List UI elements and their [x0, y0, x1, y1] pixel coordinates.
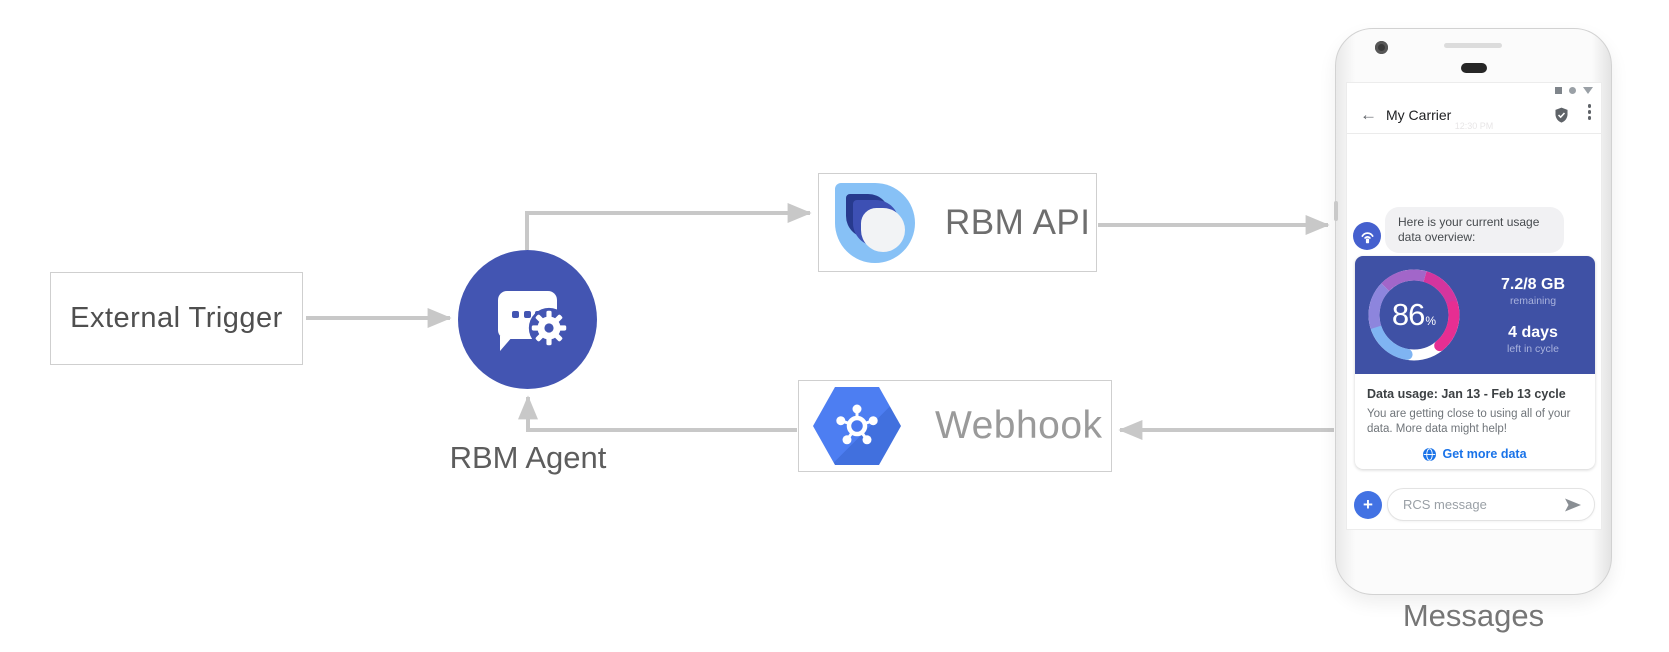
get-more-data-link[interactable]: Get more data — [1367, 447, 1583, 461]
chat-bubble-tail — [500, 336, 513, 351]
rbm-api-box: RBM API — [818, 173, 1097, 272]
usage-gauge: 86% — [1364, 265, 1464, 365]
front-camera-icon — [1375, 41, 1388, 54]
phone-side-button — [1334, 201, 1338, 221]
incoming-message-bubble: Here is your current usage data overview… — [1385, 207, 1564, 253]
agent-avatar — [1353, 222, 1381, 250]
speaker-slot — [1444, 43, 1502, 48]
usage-card: 86% 7.2/8 GB remaining 4 days left in cy… — [1355, 256, 1595, 469]
messages-label: Messages — [1402, 598, 1545, 633]
message-composer — [1387, 488, 1595, 521]
cta-label: Get more data — [1442, 447, 1527, 461]
overflow-menu-icon[interactable] — [1587, 104, 1591, 120]
connector-agent-to-api — [525, 203, 812, 250]
status-triangle-icon — [1583, 87, 1593, 94]
gauge-percent: 86% — [1391, 297, 1437, 332]
add-attachment-button[interactable]: + — [1354, 491, 1382, 519]
usage-card-body: Data usage: Jan 13 - Feb 13 cycle You ar… — [1355, 374, 1595, 461]
connector-webhook-to-agent — [518, 395, 797, 432]
phone-screen: ← My Carrier 12:30 PM Here is yo — [1346, 82, 1602, 530]
status-square-icon — [1555, 87, 1562, 94]
phone-mockup: ← My Carrier 12:30 PM Here is yo — [1334, 28, 1612, 595]
webhook-label: Webhook — [935, 404, 1103, 447]
usage-body: You are getting close to using all of yo… — [1367, 408, 1571, 435]
gear-icon — [527, 306, 571, 350]
status-bar — [1555, 87, 1593, 94]
days-label: left in cycle — [1507, 343, 1559, 355]
conversation-title: My Carrier — [1386, 107, 1452, 123]
verified-shield-icon — [1553, 106, 1570, 124]
remaining-value: 7.2/8 GB — [1500, 276, 1566, 293]
timestamp: 12:30 PM — [1454, 121, 1494, 131]
external-trigger-label: External Trigger — [70, 302, 283, 334]
external-trigger-box: External Trigger — [50, 272, 303, 365]
usage-stats: 7.2/8 GB remaining 4 days left in cycle — [1477, 256, 1589, 374]
days-value: 4 days — [1508, 324, 1558, 341]
rbm-agent-label: RBM Agent — [449, 440, 607, 475]
earpiece — [1461, 63, 1487, 73]
send-icon[interactable] — [1564, 497, 1582, 513]
remaining-label: remaining — [1509, 295, 1557, 307]
rcs-message-input[interactable] — [1403, 490, 1553, 519]
usage-card-header: 86% 7.2/8 GB remaining 4 days left in cy… — [1355, 256, 1595, 374]
webhook-box: Webhook — [798, 380, 1112, 472]
rbm-api-label: RBM API — [945, 202, 1091, 242]
globe-icon — [1423, 447, 1437, 461]
plus-icon: + — [1363, 495, 1373, 514]
android-nav-bar — [1347, 526, 1601, 529]
rbm-agent-node — [458, 250, 597, 389]
antenna-icon — [1360, 231, 1374, 243]
usage-title: Data usage: Jan 13 - Feb 13 cycle — [1367, 387, 1566, 401]
status-dot-icon — [1569, 87, 1576, 94]
chat-header: ← My Carrier — [1347, 99, 1601, 134]
back-icon[interactable]: ← — [1360, 105, 1377, 124]
rbm-api-logo-icon — [835, 182, 915, 263]
webhook-hexagon-icon — [813, 387, 901, 465]
